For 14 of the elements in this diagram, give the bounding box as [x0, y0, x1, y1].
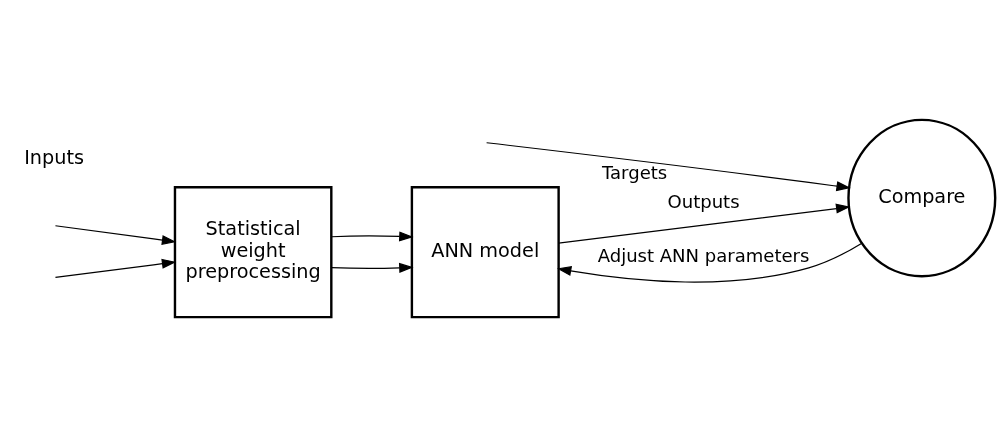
edge-label: Outputs — [667, 190, 740, 212]
node-box: Statistical weight preprocessing — [173, 186, 333, 319]
arrow — [485, 142, 851, 192]
edge-label: Adjust ANN parameters — [597, 244, 809, 266]
label: Inputs — [23, 146, 84, 170]
node-box: ANN model — [410, 186, 560, 319]
node-circle: Compare — [846, 118, 996, 278]
arrow — [556, 242, 862, 283]
arrow — [54, 258, 176, 278]
arrow — [557, 203, 850, 244]
arrow — [330, 262, 414, 273]
edge-label: Targets — [601, 161, 667, 183]
arrow — [330, 231, 414, 242]
arrow — [54, 225, 176, 246]
